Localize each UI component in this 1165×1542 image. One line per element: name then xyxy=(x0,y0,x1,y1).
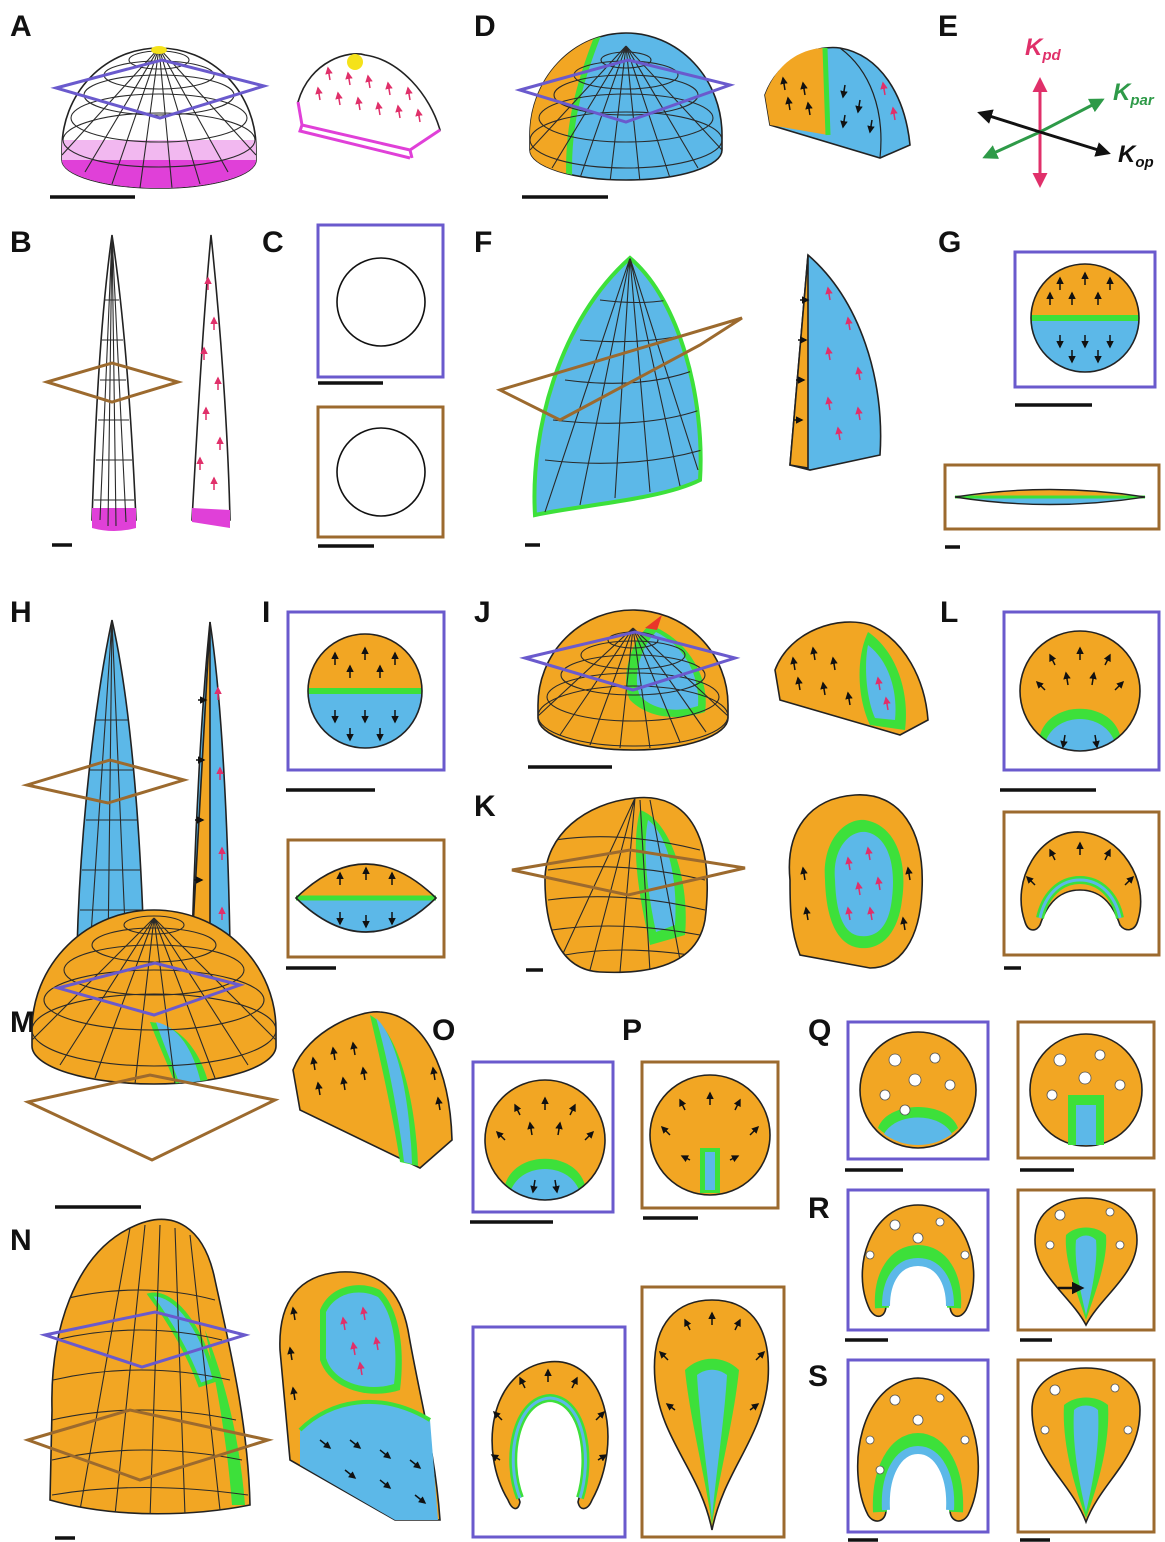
panel-label-r: R xyxy=(808,1192,830,1225)
section-i-lower xyxy=(296,864,436,932)
panel-k-primordium xyxy=(512,797,745,972)
panel-h-cylinder xyxy=(27,620,184,952)
section-l-upper xyxy=(1020,631,1140,751)
section-p-upper xyxy=(650,1075,770,1195)
panel-j-dome xyxy=(525,610,735,750)
section-s-lower xyxy=(1032,1368,1140,1522)
section-i-upper xyxy=(308,634,422,748)
panel-k-half-section xyxy=(789,795,922,968)
panel-a-half-section xyxy=(298,54,440,158)
panel-label-i: I xyxy=(262,596,270,629)
section-o-upper xyxy=(485,1080,605,1201)
axis-diagram: Kpd Kpar Kop xyxy=(980,34,1155,185)
panel-m-half-section xyxy=(293,1012,452,1168)
op-axis-arrow xyxy=(1040,132,1108,153)
panel-label-n: N xyxy=(10,1224,32,1257)
panel-j-half-section xyxy=(775,622,928,735)
section-q-upper xyxy=(860,1032,976,1148)
panel-label-c: C xyxy=(262,226,284,259)
panel-m-dome xyxy=(28,910,276,1160)
panel-label-b: B xyxy=(10,226,32,259)
panel-label-o: O xyxy=(432,1014,455,1047)
section-s-upper xyxy=(858,1378,979,1521)
panel-label-f: F xyxy=(474,226,492,259)
panel-label-g: G xyxy=(938,226,961,259)
panel-b-cylinder xyxy=(47,235,178,531)
panel-label-k: K xyxy=(474,790,496,823)
panel-label-l: L xyxy=(940,596,958,629)
section-p-lower xyxy=(654,1300,768,1530)
tip-marker-icon xyxy=(151,46,167,54)
section-r-upper xyxy=(862,1205,973,1316)
panel-n-primordium xyxy=(28,1219,268,1518)
section-outline xyxy=(337,258,425,346)
panel-n-half-section xyxy=(280,1272,440,1520)
op-axis-label: Kop xyxy=(1118,141,1154,171)
panel-label-d: D xyxy=(474,10,496,43)
panel-label-s: S xyxy=(808,1360,828,1393)
tip-marker-icon xyxy=(347,54,363,70)
panel-label-p: P xyxy=(622,1014,642,1047)
section-q-lower xyxy=(1030,1034,1142,1146)
panel-b-half-section xyxy=(192,235,230,528)
panel-d-half-section xyxy=(765,48,910,158)
panel-label-e: E xyxy=(938,10,958,43)
section-g-upper xyxy=(1031,264,1139,372)
panel-f-leaf xyxy=(500,258,742,515)
panel-label-a: A xyxy=(10,10,32,43)
panel-label-q: Q xyxy=(808,1014,831,1047)
section-l-lower xyxy=(1021,832,1141,930)
panel-label-h: H xyxy=(10,596,32,629)
section-g-lower xyxy=(955,490,1145,505)
section-r-lower xyxy=(1035,1198,1137,1325)
par-axis-arrow xyxy=(1040,100,1102,132)
panel-f-half-section xyxy=(790,255,881,470)
section-o-lower xyxy=(492,1362,608,1509)
par-axis-label: Kpar xyxy=(1113,79,1155,109)
panel-h-half-section xyxy=(192,622,230,945)
panel-d-dome xyxy=(520,30,730,190)
section-plane-lower xyxy=(28,1075,275,1160)
section-outline xyxy=(337,428,425,516)
panel-a-dome xyxy=(56,46,264,190)
panel-label-j: J xyxy=(474,596,491,629)
pd-axis-label: Kpd xyxy=(1025,34,1062,64)
